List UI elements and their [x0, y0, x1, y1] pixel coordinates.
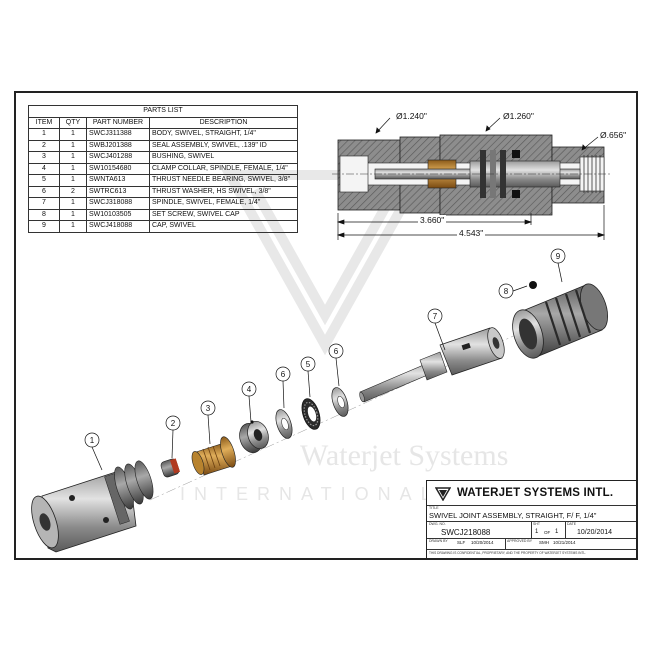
balloon-number: 6	[281, 370, 286, 379]
title-block: WATERJET SYSTEMS INTL. TITLE SWIVEL JOIN…	[426, 480, 637, 559]
dim-len2: 4.543"	[457, 228, 486, 238]
cell-part-number: SWCJ418088	[86, 220, 150, 233]
balloon-number: 7	[433, 312, 438, 321]
drawing-title: SWIVEL JOINT ASSEMBLY, STRAIGHT, F/ F, 1…	[429, 511, 597, 520]
balloon-leader	[248, 395, 252, 423]
cell-part-number: SWTRC613	[86, 185, 150, 198]
cell-qty: 1	[59, 220, 87, 233]
balloon-callouts: 1 2 3 4 6 5 6 7 8 9	[84, 248, 566, 471]
part-4-clamp-collar	[239, 420, 269, 454]
balloon-circle	[165, 415, 181, 431]
part-1-body	[31, 460, 154, 553]
balloon-circle	[328, 343, 344, 359]
date-value: 10/20/2014	[577, 529, 613, 536]
sheet-total: 1	[555, 529, 559, 535]
balloon-circle	[498, 283, 514, 299]
balloon-leader	[207, 414, 211, 445]
dim-d2: Ø1.260"	[503, 111, 534, 121]
dim-d3: Ø.656"	[600, 130, 627, 140]
cell-description: CLAMP COLLAR, SPINDLE, FEMALE, 1/4"	[149, 162, 298, 175]
drawn-by-label: DRAWN BY	[429, 539, 448, 543]
balloon-leader	[171, 429, 174, 459]
balloon-leader	[434, 322, 446, 351]
balloon-leader	[557, 262, 563, 283]
part-6-washer-a	[275, 409, 293, 439]
company-name: WATERJET SYSTEMS INTL.	[457, 487, 614, 499]
part-3-bushing	[191, 436, 236, 476]
title-label: TITLE	[429, 506, 439, 510]
date-label: DATE	[567, 522, 577, 526]
balloon-number: 6	[334, 347, 339, 356]
balloon-leader	[335, 357, 340, 387]
part-5-needle-bearing	[301, 398, 321, 430]
cell-description: THRUST WASHER, HS SWIVEL, 3/8"	[149, 185, 298, 198]
part-7-spindle	[359, 327, 505, 403]
section-view	[332, 134, 612, 216]
confidential-notice: THIS DRAWING IS CONFIDENTIAL, PROPRIETAR…	[429, 551, 587, 555]
dim-d1: Ø1.240"	[396, 111, 427, 121]
balloon-number: 1	[90, 436, 95, 445]
parts-list-table: PARTS LIST ITEM QTY PART NUMBER DESCRIPT…	[28, 105, 298, 233]
balloon-leader	[91, 446, 103, 471]
dwg-label: DWG. NO.	[429, 522, 446, 526]
balloon-circle	[300, 356, 316, 372]
drawn-date: 10/20/2014	[471, 540, 494, 545]
cell-item: 2	[28, 139, 60, 152]
balloon-number: 5	[306, 360, 311, 369]
drawn-by: SLF	[457, 540, 466, 545]
sheet-number: 1	[535, 529, 539, 535]
cell-description: THRUST NEEDLE BEARING, SWIVEL, 3/8"	[149, 174, 298, 187]
balloon-circle	[550, 248, 566, 264]
drawing-number: SWCJ218088	[441, 528, 491, 537]
balloon-circle	[275, 366, 291, 382]
sht-label: SHT	[533, 522, 540, 526]
balloon-number: 9	[556, 252, 561, 261]
balloon-number: 8	[504, 287, 509, 296]
dim-len1: 3.660"	[418, 215, 447, 225]
part-6-washer-b	[331, 387, 349, 417]
balloon-circle	[241, 381, 257, 397]
approved-by: SMH	[539, 540, 549, 545]
balloon-number: 4	[247, 385, 252, 394]
part-8-set-screw	[529, 281, 537, 289]
sheet-of: OF	[544, 530, 551, 535]
cell-description: SET SCREW, SWIVEL CAP	[149, 208, 298, 221]
approved-date: 10/21/2014	[553, 540, 576, 545]
part-9-cap	[512, 283, 609, 359]
balloon-number: 2	[171, 419, 176, 428]
cell-description: SEAL ASSEMBLY, SWIVEL, .139" ID	[149, 139, 298, 152]
part-2-seal	[160, 458, 181, 478]
balloon-circle	[200, 400, 216, 416]
company-logo-icon	[435, 487, 451, 501]
balloon-leader	[307, 370, 311, 398]
balloon-number: 3	[206, 404, 211, 413]
balloon-circle	[427, 308, 443, 324]
balloon-circle	[84, 432, 100, 448]
cell-description: BODY, SWIVEL, STRAIGHT, 1/4"	[149, 128, 298, 141]
cell-item: 5	[28, 174, 60, 187]
approved-by-label: APPROVED BY	[507, 539, 533, 543]
cell-description: BUSHING, SWIVEL	[149, 151, 298, 164]
cell-description: CAP, SWIVEL	[149, 220, 298, 233]
balloon-leader	[282, 380, 285, 409]
balloon-leader	[512, 285, 528, 292]
cell-description: SPINDLE, SWIVEL, FEMALE, 1/4"	[149, 197, 298, 210]
